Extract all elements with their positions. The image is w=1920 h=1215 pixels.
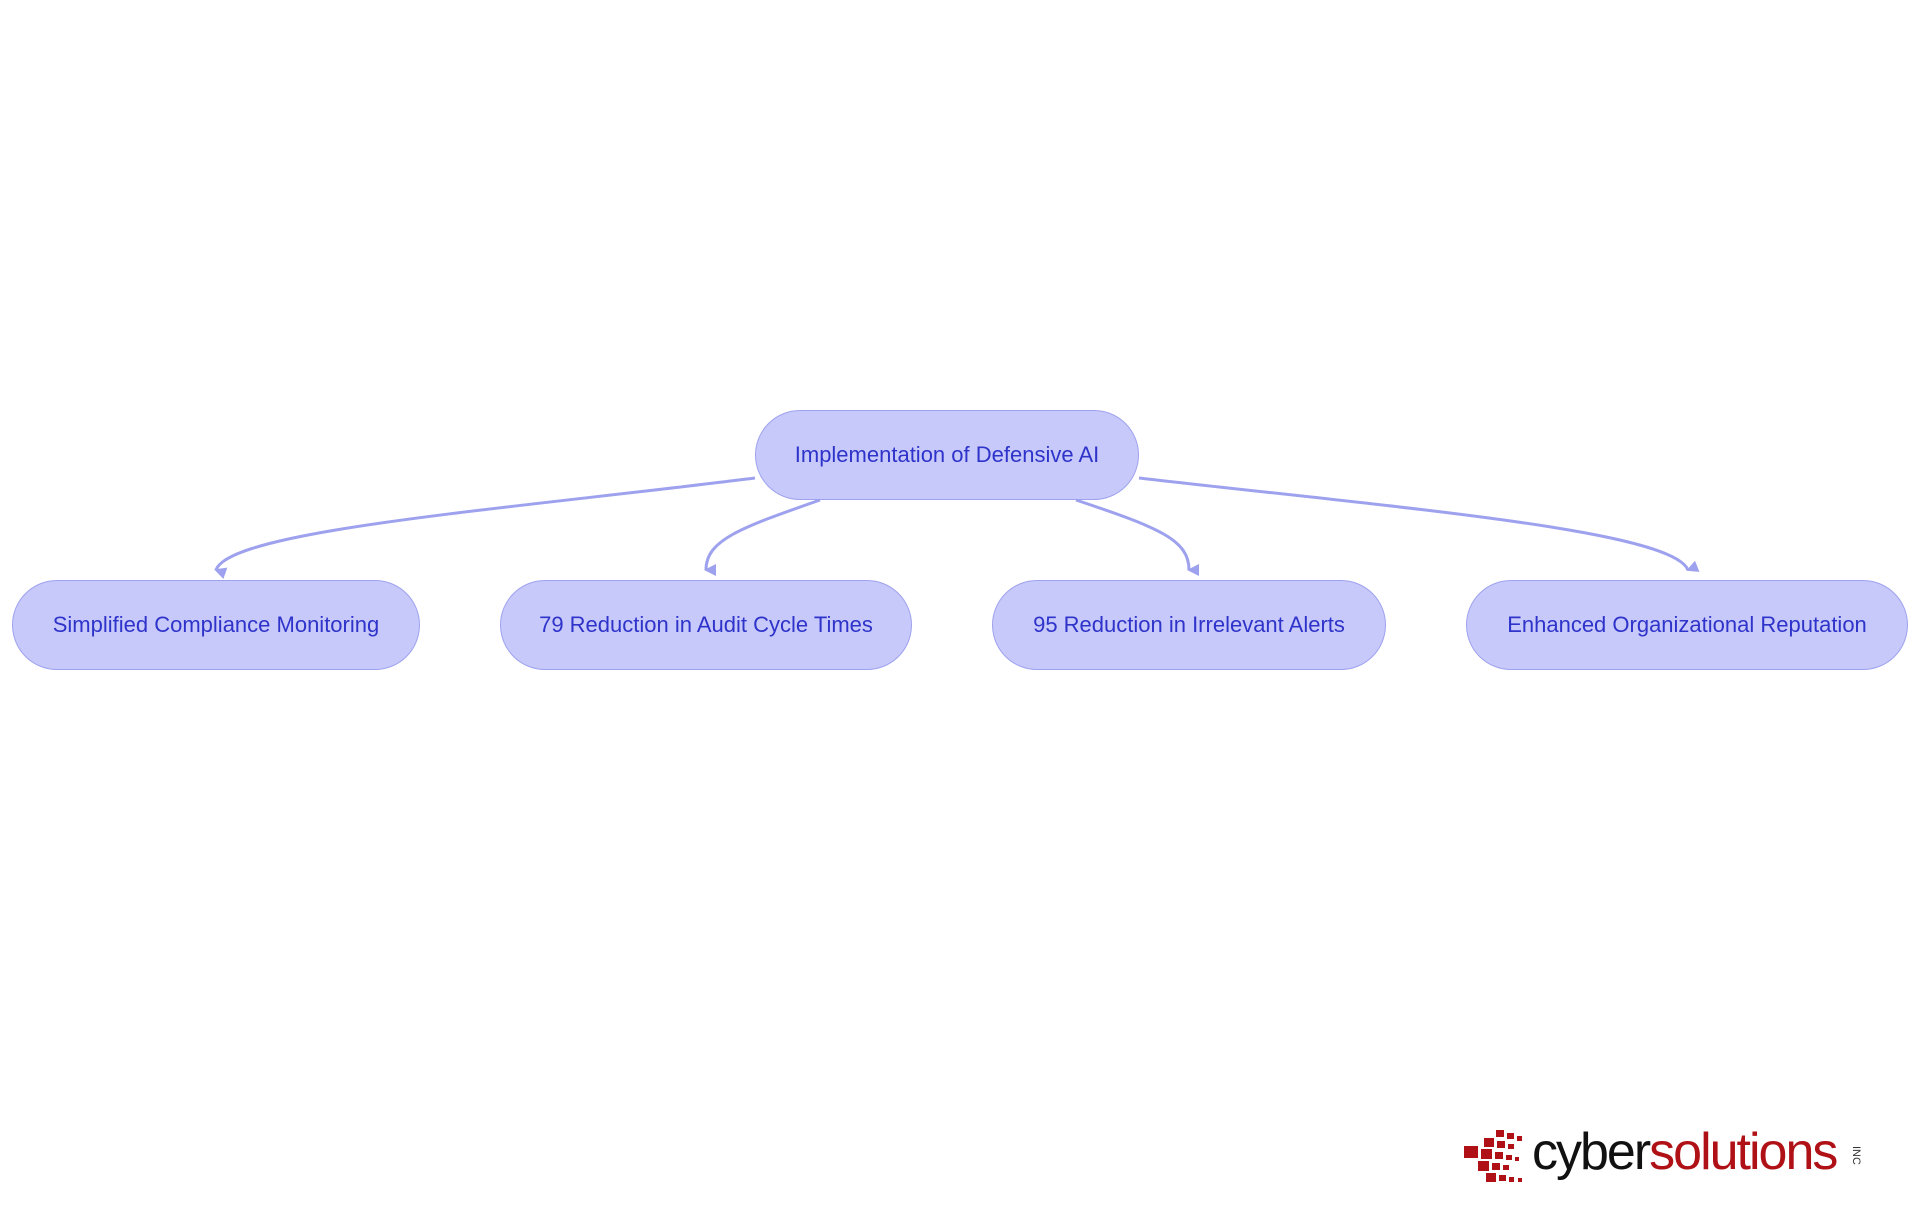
logo-word-solutions: solutions (1649, 1123, 1838, 1181)
logo-word-cyber: cyber (1532, 1123, 1651, 1181)
logo-mark-icon (1464, 1130, 1522, 1182)
edge-root-to-compliance (214, 476, 756, 580)
cybersolutions-logo: cybersolutions INC (1462, 1120, 1862, 1190)
node-label: 79 Reduction in Audit Cycle Times (539, 612, 873, 637)
logo-inc: INC (1850, 1146, 1862, 1165)
node-defensive-ai: Implementation of Defensive AI (755, 410, 1139, 500)
node-compliance-monitoring: Simplified Compliance Monitoring (12, 580, 420, 670)
edge-root-to-alerts (1075, 498, 1200, 576)
edge-root-to-reputation (1138, 476, 1700, 572)
edge-root-to-audit (704, 498, 821, 577)
node-irrelevant-alerts: 95 Reduction in Irrelevant Alerts (992, 580, 1386, 670)
logo-wordmark: cybersolutions (1532, 1123, 1838, 1181)
node-reputation: Enhanced Organizational Reputation (1466, 580, 1908, 670)
node-label: Simplified Compliance Monitoring (52, 612, 380, 637)
node-label: Implementation of Defensive AI (794, 442, 1100, 467)
node-label: Enhanced Organizational Reputation (1507, 612, 1867, 637)
node-audit-cycle: 79 Reduction in Audit Cycle Times (500, 580, 912, 670)
node-label: 95 Reduction in Irrelevant Alerts (1033, 612, 1345, 637)
